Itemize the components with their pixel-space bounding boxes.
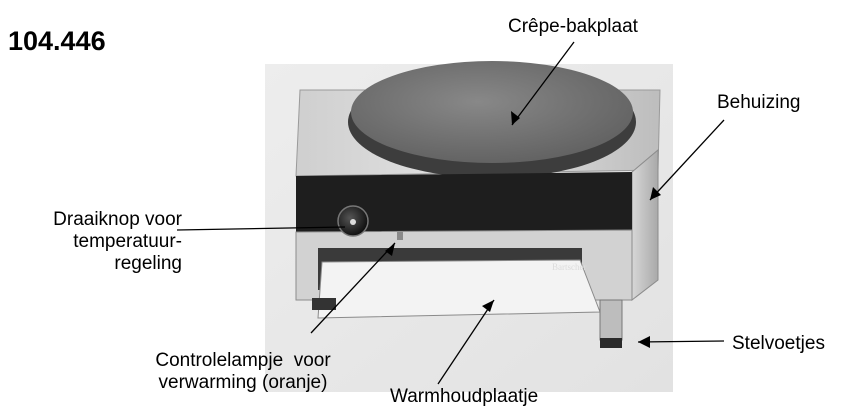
model-number: 104.446	[8, 26, 106, 56]
leader-housing	[649, 119, 725, 201]
brand-logo: Bartscher	[552, 262, 586, 272]
indicator-lamp	[397, 232, 403, 240]
arrowhead-housing	[650, 187, 661, 200]
leader-knob	[176, 226, 346, 231]
label-feet: Stelvoetjes	[732, 333, 825, 354]
label-baking-plate: Crêpe-bakplaat	[508, 16, 638, 37]
housing-side	[631, 148, 659, 302]
leader-lamp	[310, 242, 396, 334]
arrowhead-feet	[638, 336, 650, 348]
leader-warming-plate	[437, 299, 495, 385]
label-warming-plate: Warmhoudplaatje	[390, 386, 539, 407]
label-lamp-line2: verwarming (oranje)	[158, 372, 328, 393]
front-panel	[296, 172, 632, 232]
label-knob-line2: temperatuur-	[73, 231, 182, 252]
leader-baking-plate	[511, 41, 575, 126]
baking-plate	[351, 61, 633, 163]
arrowhead-baking-plate	[511, 111, 520, 125]
foot-left	[312, 298, 336, 310]
arrowhead-warming-plate	[482, 300, 494, 312]
annotation-lines	[176, 41, 725, 385]
foot-right	[599, 299, 623, 341]
leader-feet	[637, 340, 725, 343]
annotation-arrowheads	[385, 111, 661, 348]
label-knob-line1: Draaiknop voor	[53, 209, 182, 230]
label-housing: Behuizing	[717, 92, 801, 113]
label-knob-line3: regeling	[114, 253, 182, 274]
label-lamp-line1: Controlelampje voor	[155, 350, 331, 371]
arrowhead-lamp	[385, 243, 395, 256]
label-indicator-lamp: Controlelampje voor verwarming (oranje)	[123, 350, 363, 394]
knob-center	[350, 219, 356, 225]
label-temperature-knob: Draaiknop voor temperatuur- regeling	[4, 209, 182, 275]
foot-right-base	[600, 338, 622, 348]
